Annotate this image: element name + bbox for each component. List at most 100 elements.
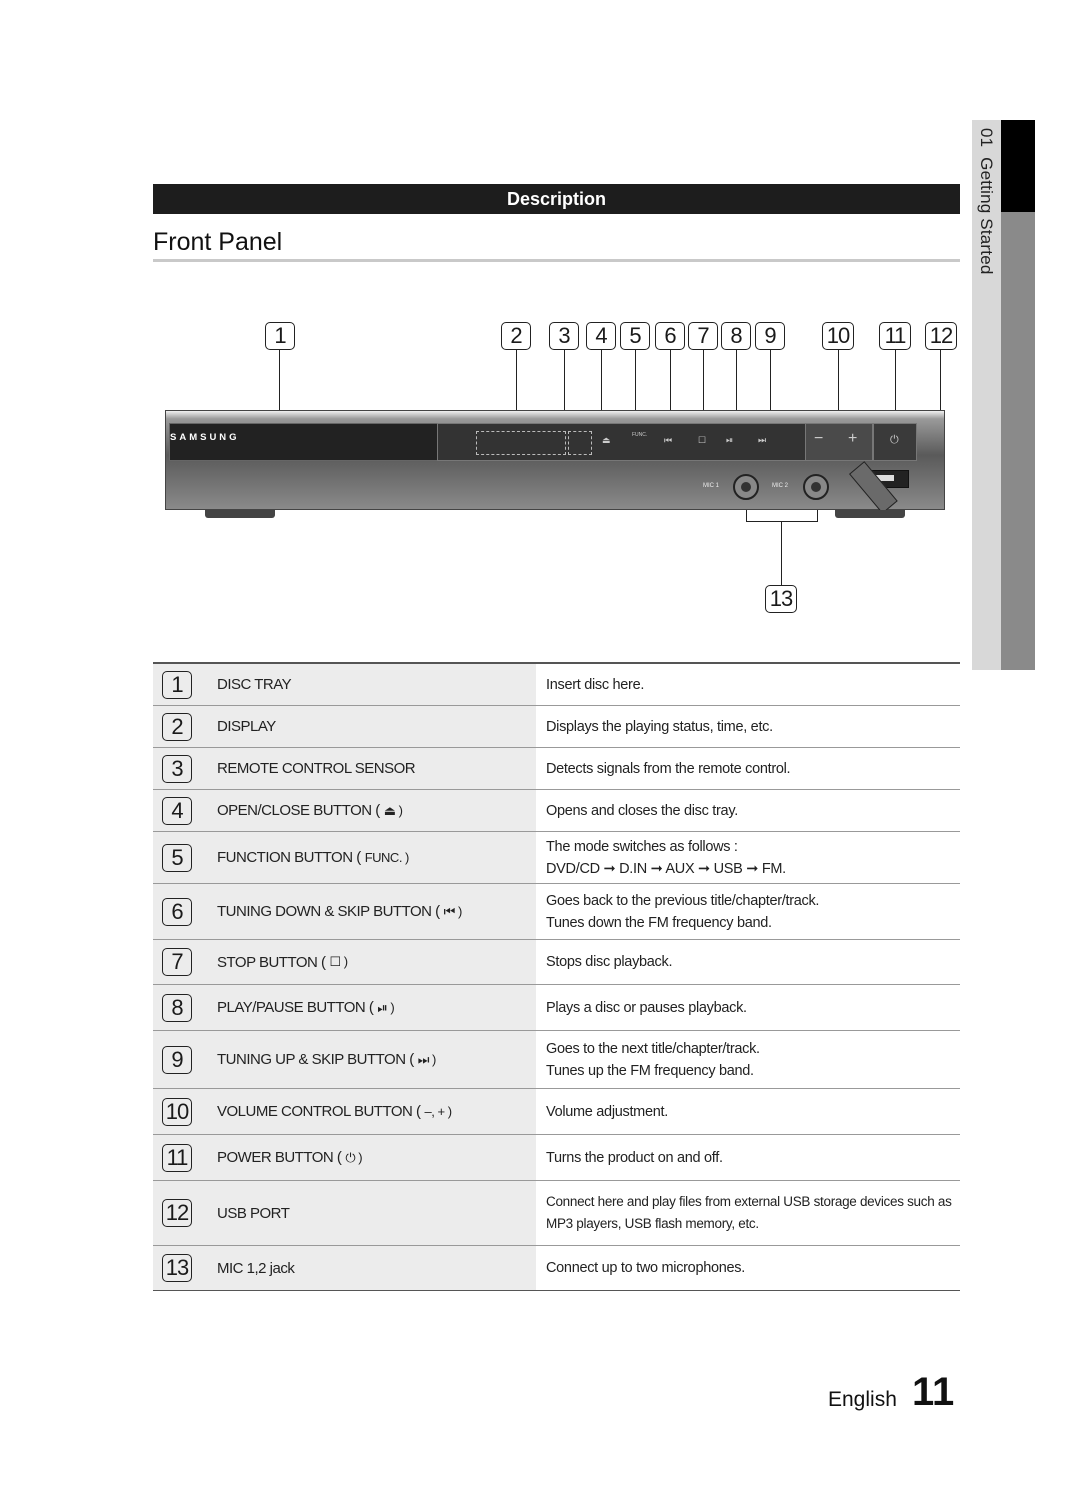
row-label: TUNING UP & SKIP BUTTON (⏭ ) (217, 1031, 436, 1088)
row-description: Displays the playing status, time, etc. (546, 706, 773, 747)
leader-line-7 (703, 350, 704, 440)
row-number: 9 (162, 1045, 192, 1074)
row-number: 4 (162, 796, 192, 825)
row-label-text: STOP BUTTON ( (217, 953, 326, 971)
row-number: 1 (162, 670, 192, 699)
mic2-label: MIC 2 (772, 483, 789, 489)
section-bar: Description (153, 184, 960, 214)
row-label-symbol: ⏭ ) (417, 1051, 437, 1067)
leader-line-4 (601, 350, 602, 440)
row-description-line: Goes to the next title/chapter/track. (546, 1040, 760, 1057)
volume-down-icon: − (814, 430, 824, 447)
row-label-background (153, 985, 536, 1030)
row-label-text: TUNING UP & SKIP BUTTON ( (217, 1051, 414, 1068)
row-description: Connect here and play files from externa… (546, 1181, 952, 1245)
row-description-line: Insert disc here. (546, 676, 645, 693)
side-tab-label: 01 Getting Started (972, 120, 1001, 320)
display-panel: ⏏ FUNC. ⏮ ☐ ⏯ ⏭ (437, 423, 807, 461)
callout-3: 3 (549, 322, 579, 350)
leader-line-11 (895, 350, 896, 430)
row-label: FUNCTION BUTTON (FUNC. ) (217, 832, 409, 883)
row-label: VOLUME CONTROL BUTTON (–, + ) (217, 1089, 452, 1134)
table-row: 13 MIC 1,2 jack Connect up to two micropho… (153, 1245, 960, 1291)
mic1-jack (733, 474, 759, 500)
row-label-symbol: –, + ) (424, 1104, 453, 1119)
row-description-line: MP3 players, USB flash memory, etc. (546, 1216, 759, 1231)
row-label-background (153, 1246, 536, 1290)
chapter-number: 01 (977, 128, 996, 148)
leader-line-13-v (781, 521, 782, 585)
row-number: 13 (162, 1254, 192, 1282)
row-label: PLAY/PAUSE BUTTON (⏯ ) (217, 985, 395, 1030)
row-label-background (153, 706, 536, 747)
leader-line-2 (516, 350, 517, 440)
row-label-background (153, 884, 536, 939)
brand-logo: SAMSUNG (170, 432, 240, 443)
row-description: Detects signals from the remote control. (546, 748, 791, 789)
row-description: Volume adjustment. (546, 1089, 668, 1134)
row-number: 12 (162, 1199, 192, 1227)
volume-panel: − + (805, 423, 873, 461)
callout-9: 9 (755, 322, 785, 350)
row-label: USB PORT (217, 1181, 290, 1245)
callout-5: 5 (620, 322, 650, 350)
row-description-line: Tunes up the FM frequency band. (546, 1062, 754, 1079)
callout-11: 11 (879, 322, 911, 350)
row-label-text: MIC 1,2 jack (217, 1259, 295, 1277)
row-description-line: Goes back to the previous title/chapter/… (546, 892, 820, 909)
side-tab-marker (1001, 120, 1035, 212)
row-label-text: VOLUME CONTROL BUTTON ( (217, 1103, 421, 1120)
leader-line-13-h (746, 521, 818, 522)
leader-line-3 (564, 350, 565, 440)
callout-13: 13 (765, 585, 797, 613)
disc-tray: SAMSUNG (169, 423, 439, 461)
row-description-line: Connect up to two microphones. (546, 1260, 745, 1276)
row-label-text: DISC TRAY (217, 676, 292, 693)
row-description-line: Detects signals from the remote control. (546, 760, 791, 777)
row-label: OPEN/CLOSE BUTTON (⏏ ) (217, 790, 403, 831)
row-label-background (153, 664, 536, 705)
row-label-symbol: ⏯ ) (377, 999, 395, 1015)
row-label-background (153, 832, 536, 883)
volume-up-icon: + (848, 430, 858, 447)
row-label-text: DISPLAY (217, 718, 276, 735)
row-label-symbol: ⏏ ) (383, 802, 403, 818)
row-label: MIC 1,2 jack (217, 1246, 295, 1290)
skip-back-icon: ⏮ (664, 435, 673, 445)
row-number: 3 (162, 754, 192, 783)
table-row: 1 DISC TRAY Insert disc here. (153, 662, 960, 705)
page-title: Front Panel (153, 228, 283, 256)
row-description: Goes back to the previous title/chapter/… (546, 884, 819, 939)
row-label-text: TUNING DOWN & SKIP BUTTON ( (217, 903, 440, 920)
leader-line-6 (670, 350, 671, 440)
chapter-title: Getting Started (977, 157, 996, 275)
row-label-text: PLAY/PAUSE BUTTON ( (217, 999, 374, 1016)
row-description-line: The mode switches as follows : (546, 838, 738, 855)
row-label-background (153, 748, 536, 789)
eject-icon: ⏏ (602, 435, 611, 445)
mic2-jack (803, 474, 829, 500)
table-row: 4 OPEN/CLOSE BUTTON (⏏ ) Opens and closes … (153, 789, 960, 831)
row-label-symbol: ⏮ ) (443, 903, 463, 919)
row-description: Turns the product on and off. (546, 1135, 723, 1180)
front-panel-illustration: SAMSUNG ⏏ FUNC. ⏮ ☐ ⏯ ⏭ − + ⏻ MIC 1 MIC … (165, 410, 945, 518)
row-description-line: Displays the playing status, time, etc. (546, 718, 773, 735)
leader-line-1 (279, 350, 280, 430)
callout-8: 8 (721, 322, 751, 350)
row-description: Connect up to two microphones. (546, 1246, 745, 1290)
leader-line-13-b (817, 498, 818, 522)
row-label-symbol: ⏻ ) (345, 1149, 363, 1165)
footer-language: English (828, 1388, 897, 1411)
row-description-line: Opens and closes the disc tray. (546, 802, 738, 819)
device-foot-right (835, 510, 905, 518)
row-label-text: FUNCTION BUTTON ( (217, 849, 361, 866)
device-foot-left (205, 510, 275, 518)
power-icon: ⏻ (890, 434, 899, 446)
